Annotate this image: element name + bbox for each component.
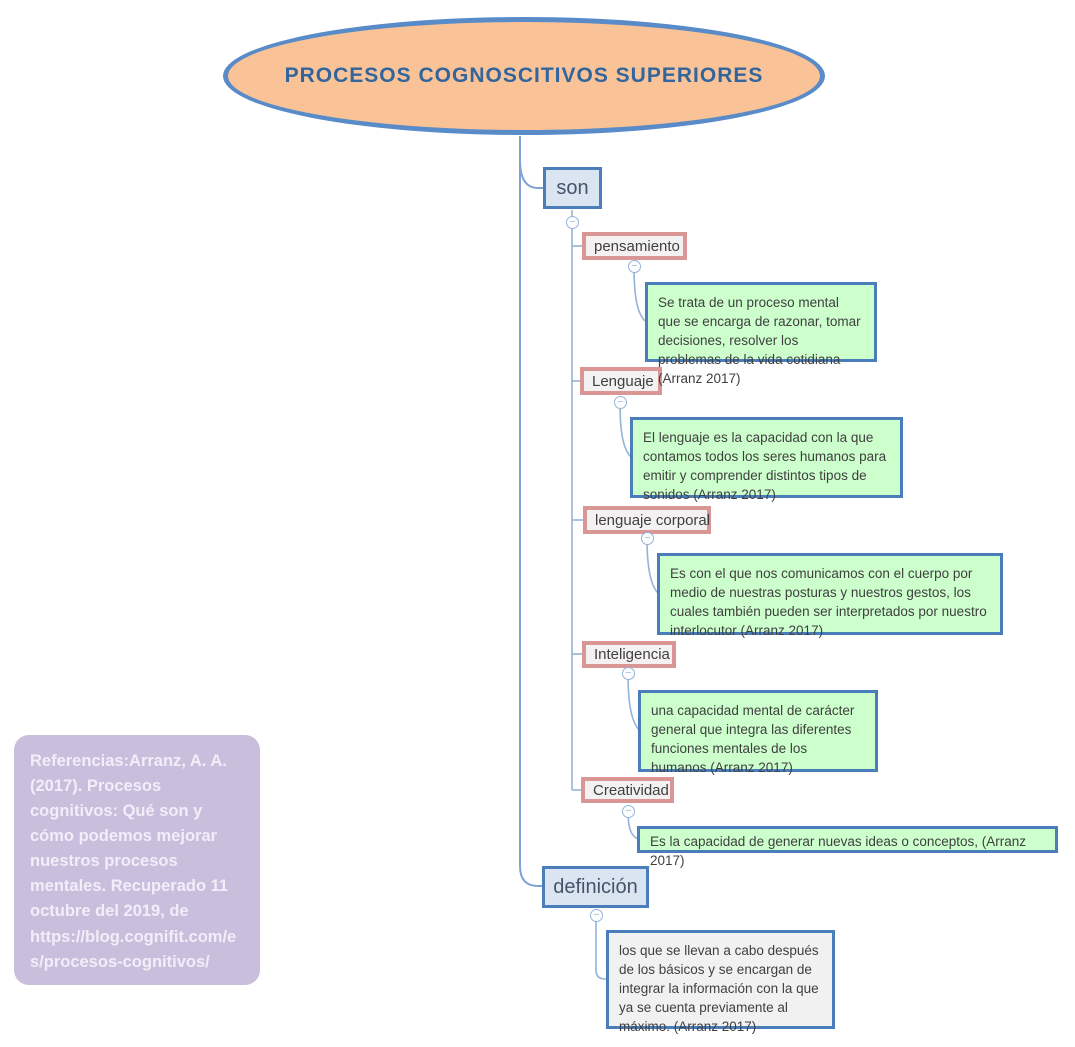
root-node-title: PROCESOS COGNOSCITIVOS SUPERIORES: [284, 64, 764, 87]
node-lenguaje-label: Lenguaje: [592, 372, 654, 390]
note-lenguaje-corporal-description[interactable]: Es con el que nos comunicamos con el cue…: [657, 553, 1003, 638]
node-inteligencia-label: Inteligencia: [594, 646, 670, 663]
root-node[interactable]: PROCESOS COGNOSCITIVOS SUPERIORES: [223, 17, 825, 135]
node-definicion[interactable]: definición: [542, 866, 649, 908]
node-lenguaje-corporal-label: lenguaje corporal: [595, 511, 711, 529]
node-creatividad[interactable]: Creatividad: [581, 777, 674, 803]
node-lenguaje[interactable]: Lenguaje: [580, 367, 662, 395]
node-definicion-label: definición: [553, 875, 638, 898]
note-definicion-description[interactable]: los que se llevan a cabo después de los …: [606, 930, 835, 1034]
note-creatividad-description[interactable]: Es la capacidad de generar nuevas ideas …: [637, 826, 1058, 868]
note-inteligencia-description[interactable]: una capacidad mental de carácter general…: [638, 690, 878, 775]
node-lenguaje-corporal[interactable]: lenguaje corporal: [583, 506, 711, 534]
collapse-icon-definicion[interactable]: −: [590, 909, 603, 922]
node-pensamiento-label: pensamiento: [594, 237, 680, 255]
note-lenguaje-description[interactable]: El lenguaje es la capacidad con la que c…: [630, 417, 903, 502]
node-son[interactable]: son: [543, 167, 602, 209]
node-son-label: son: [556, 176, 589, 199]
collapse-icon-inteligencia[interactable]: −: [622, 667, 635, 680]
note-pensamiento-description[interactable]: Se trata de un proceso mental que se enc…: [645, 282, 877, 386]
references-note[interactable]: Referencias:Arranz, A. A. (2017). Proces…: [14, 735, 260, 985]
node-pensamiento[interactable]: pensamiento: [582, 232, 687, 260]
collapse-icon-lenguaje-corporal[interactable]: −: [641, 532, 654, 545]
node-inteligencia[interactable]: Inteligencia: [582, 641, 676, 668]
collapse-icon-pensamiento[interactable]: −: [628, 260, 641, 273]
collapse-icon-creatividad[interactable]: −: [622, 805, 635, 818]
collapse-icon-lenguaje[interactable]: −: [614, 396, 627, 409]
node-creatividad-label: Creatividad: [593, 781, 669, 799]
collapse-icon-son[interactable]: −: [566, 216, 579, 229]
